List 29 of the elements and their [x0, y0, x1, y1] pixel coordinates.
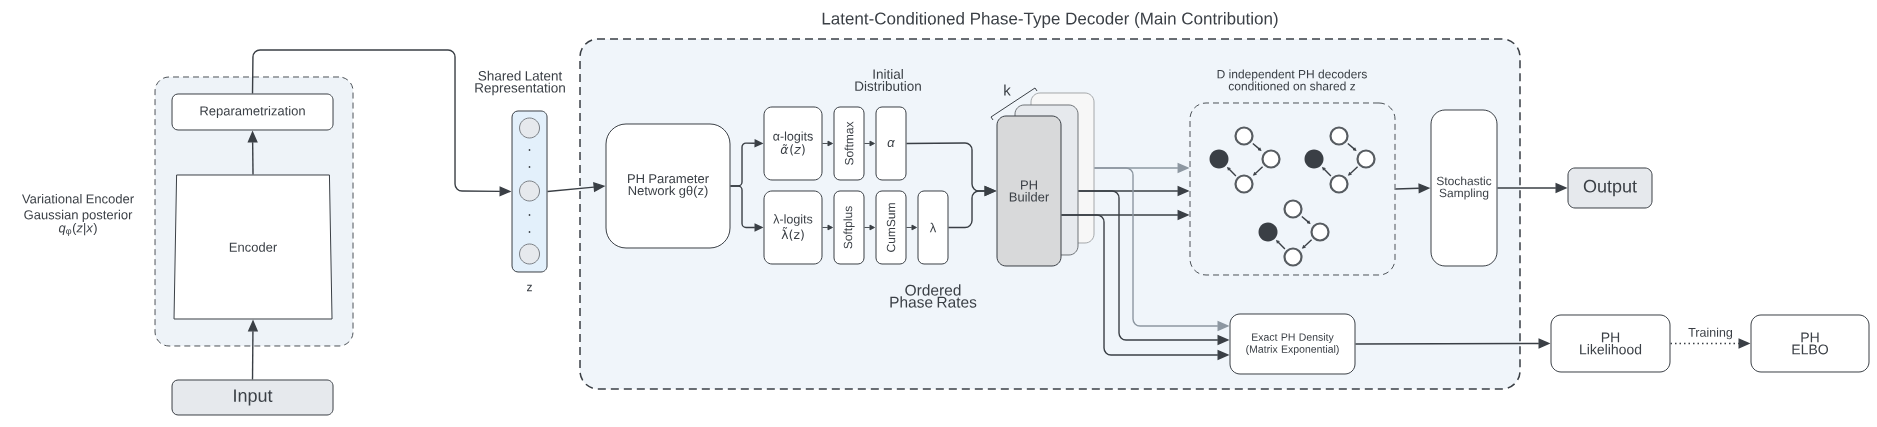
arrow [822, 224, 833, 231]
process-box: Exact PH Density (Matrix Exponential) [1229, 313, 1356, 375]
process-box: λ [917, 190, 949, 265]
group-heading: Variational Encoder Gaussian posterior q$_{φ}$(z|x) [22, 193, 134, 237]
output-box: Output [1567, 167, 1653, 209]
arrow [864, 224, 875, 231]
process-box: CumSum [875, 190, 907, 265]
process-box: PH Parameter Network gθ(z) [605, 123, 731, 249]
edge-label: Training [1687, 326, 1734, 341]
process-box: Reparametrization [171, 93, 334, 131]
process-box: Softplus [833, 190, 865, 265]
process-box: λ-logits λ̃(z) [763, 190, 823, 265]
vector-heading: Shared Latent Representation [475, 70, 565, 96]
arrow [906, 224, 917, 231]
vector-label: z [527, 284, 532, 292]
annotation-text: Ordered Phase Rates [890, 284, 977, 308]
encoder-trapezoid: Encoder [173, 174, 333, 320]
process-box: α-logits α̃(z) [763, 106, 823, 181]
group-heading: D independent PH decoders conditioned on shared z [1217, 69, 1367, 91]
process-box: Stochastic Sampling [1430, 109, 1498, 267]
process-box: PH ELBO [1750, 314, 1870, 373]
arrow [864, 140, 875, 147]
group-heading: Latent-Conditioned Phase-Type Decoder (Main Contribution) [822, 12, 1278, 28]
annotation-text: Initial Distribution [855, 69, 921, 91]
process-box: Softmax [833, 106, 865, 181]
process-box: PH Likelihood [1550, 314, 1671, 373]
process-box: α [875, 106, 907, 181]
input-box: Input [171, 379, 334, 416]
arrow [822, 140, 833, 147]
